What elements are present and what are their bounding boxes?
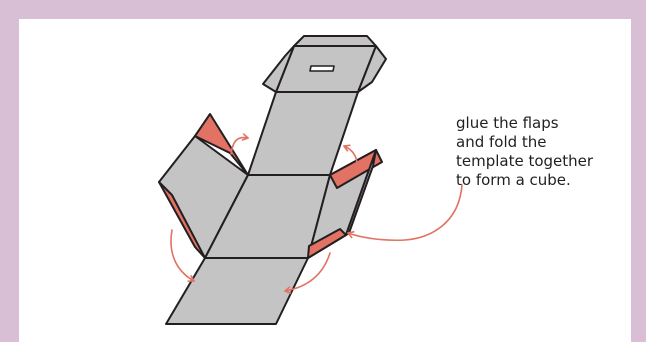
bottom-face [165,257,309,325]
instruction-caption: glue the flaps and fold the template tog… [456,114,594,189]
fold-arrow-icon [347,184,463,242]
fold-arrow-icon [170,229,195,282]
top-face [247,91,359,176]
lid-slot [309,65,335,72]
right-upper-flap [329,149,383,189]
cube-net-diagram [158,35,463,325]
lid-back-flap [293,35,377,47]
fold-arrow-icon [230,133,249,155]
cube-net-icon [158,35,387,325]
fold-arrow-icon [343,144,358,166]
fold-arrows [170,133,463,294]
lid-left-flap [262,45,295,93]
right-lower-flap [307,228,347,259]
fold-arrow-icon [284,252,331,294]
lid-right-flap [357,45,387,93]
illustration-panel: glue the flaps and fold the template tog… [19,19,631,342]
